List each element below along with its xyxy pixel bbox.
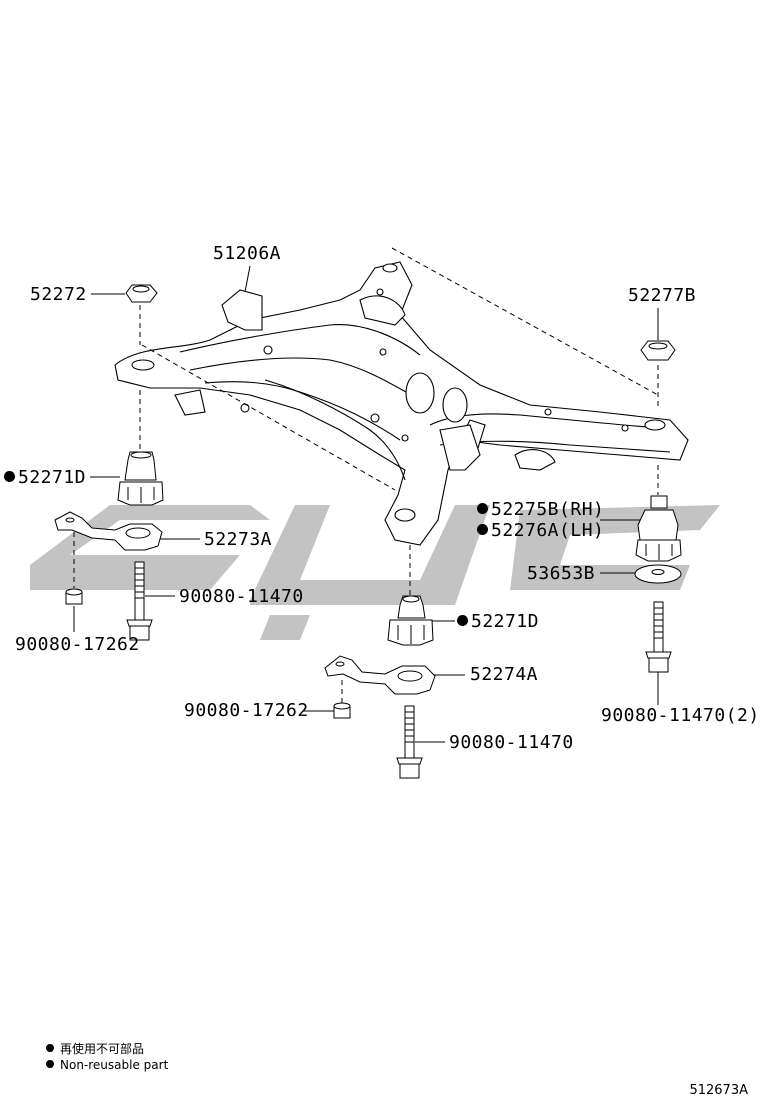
label-53653B: 53653B [527, 563, 596, 584]
label-52277B: 52277B [628, 285, 697, 306]
label-52275B: 52275B(RH) [477, 500, 604, 520]
stopper-52277B [640, 340, 676, 361]
label-52276A: 52276A(LH) [477, 521, 604, 541]
label-52271D-center: 52271D [457, 612, 539, 632]
label-90080-17262-left: 90080-17262 [15, 634, 140, 655]
label-52271D-center-text: 52271D [471, 611, 540, 632]
cushion-52271D-left [117, 451, 164, 506]
label-51206A: 51206A [213, 243, 282, 264]
legend-dot-icon [46, 1044, 54, 1052]
nut-90080-17262-left [65, 588, 83, 605]
label-52273A: 52273A [204, 529, 273, 550]
nut-90080-17262-center [333, 702, 351, 719]
subframe-51206A [114, 261, 689, 546]
legend-row-english: Non-reusable part [46, 1057, 168, 1073]
non-reusable-dot-icon [477, 524, 488, 535]
leader-lines [73, 265, 659, 743]
washer-53653B [634, 564, 682, 584]
label-90080-11470-left: 90080-11470 [179, 586, 304, 607]
bracket-52273A [54, 511, 163, 551]
bolt-90080-11470-center [396, 705, 423, 779]
label-52274A: 52274A [470, 664, 539, 685]
non-reusable-dot-icon [457, 615, 468, 626]
label-90080-11470-center: 90080-11470 [449, 732, 574, 753]
label-52272: 52272 [30, 284, 87, 305]
legend-row-chinese: 再使用不可部品 [46, 1041, 168, 1057]
label-52271D-left-text: 52271D [18, 467, 87, 488]
legend-dot-icon [46, 1060, 54, 1068]
label-90080-17262-center: 90080-17262 [184, 700, 309, 721]
bracket-52274A [324, 655, 436, 695]
figure-id: 512673A [689, 1083, 748, 1098]
bolt-90080-11470-right [645, 601, 672, 673]
legend-chinese-text: 再使用不可部品 [60, 1042, 145, 1056]
label-52276A-text: 52276A(LH) [491, 520, 605, 541]
legend-english-text: Non-reusable part [60, 1058, 169, 1072]
non-reusable-dot-icon [4, 471, 15, 482]
non-reusable-dot-icon [477, 503, 488, 514]
label-52275B-text: 52275B(RH) [491, 499, 605, 520]
cushion-52275B-52276A [635, 495, 682, 562]
assembly-dashed-lines [73, 247, 659, 704]
legend: 再使用不可部品 Non-reusable part [46, 1041, 168, 1073]
stopper-52272 [125, 284, 158, 303]
label-52271D-left: 52271D [4, 468, 86, 488]
bolt-90080-11470-left [126, 561, 153, 641]
cushion-52271D-center [387, 595, 434, 646]
label-90080-11470-right: 90080-11470(2) [601, 705, 760, 726]
